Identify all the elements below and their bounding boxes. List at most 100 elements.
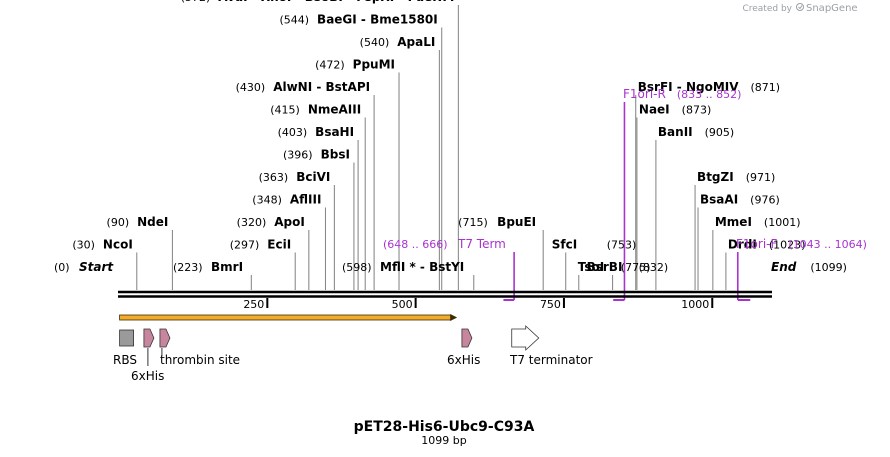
site-label-26: (1001)MmeI bbox=[715, 215, 801, 229]
site-name: AlwNI - BstAPI bbox=[273, 80, 370, 94]
feature-4: T7 terminator bbox=[509, 325, 593, 367]
site-label-11: (430) AlwNI - BstAPI bbox=[236, 80, 371, 94]
feature-3: 6xHis bbox=[447, 328, 480, 367]
primer-range: (648 .. 666) bbox=[383, 238, 448, 251]
site-name: BmrI bbox=[211, 260, 243, 274]
site-position: (753) bbox=[607, 239, 637, 252]
primer-name: F1ori-F bbox=[736, 237, 777, 251]
site-name: DrdI bbox=[728, 238, 757, 252]
site-position: (1099) bbox=[810, 261, 847, 274]
feature-label: thrombin site bbox=[160, 353, 240, 367]
site-name: MmeI bbox=[715, 215, 752, 229]
site-label-10: (415) NmeAIII bbox=[270, 103, 361, 117]
feature-open-arrow bbox=[511, 325, 540, 351]
site-label-20: (832) BsrBI bbox=[587, 260, 669, 274]
site-label-0: (0) Start bbox=[54, 260, 114, 274]
site-name: BsaHI bbox=[315, 125, 354, 139]
site-name: NdeI bbox=[137, 215, 168, 229]
site-position: (971) bbox=[746, 171, 776, 184]
feature-label: 6xHis bbox=[447, 353, 480, 367]
site-label-7: (363) BciVI bbox=[259, 170, 331, 184]
primer-name: T7 Term bbox=[457, 237, 506, 251]
orf bbox=[119, 314, 458, 321]
watermark-prefix: Created by bbox=[742, 4, 792, 14]
site-label-3: (223) BmrI bbox=[173, 260, 243, 274]
primers: T7 Term (648 .. 666) F1ori-R (833 .. 852) F1… bbox=[383, 87, 867, 301]
ruler-label-3: 1000 bbox=[681, 298, 709, 311]
rbs-box bbox=[119, 329, 134, 347]
site-position: (348) bbox=[252, 194, 282, 207]
site-position: (0) bbox=[54, 261, 70, 274]
watermark-brand: SnapGene bbox=[806, 3, 858, 14]
snapgene-logo-icon bbox=[796, 3, 804, 11]
site-labels: (0) Start (30)NcoI (90) NdeI (223) BmrI (297) Ec… bbox=[54, 0, 847, 274]
site-label-16: (598)MflI * - BstYI bbox=[342, 260, 464, 274]
site-label-28: (1099) End bbox=[771, 260, 847, 274]
site-label-1: (30)NcoI bbox=[72, 238, 132, 252]
site-label-19: (775) TsoI bbox=[578, 260, 651, 274]
site-name: Start bbox=[79, 260, 114, 274]
site-name: TsoI bbox=[578, 260, 604, 274]
site-position: (472) bbox=[315, 59, 345, 72]
site-name: BsaAI bbox=[700, 193, 738, 207]
ruler-label-0: 250 bbox=[243, 298, 264, 311]
primer-name: F1ori-R bbox=[623, 87, 666, 101]
feature-arrow bbox=[159, 328, 171, 348]
site-name: BbsI bbox=[321, 148, 350, 162]
ruler-label-1: 500 bbox=[392, 298, 413, 311]
site-name: BtgZI bbox=[697, 170, 734, 184]
site-position: (223) bbox=[173, 261, 203, 274]
site-position: (415) bbox=[270, 104, 300, 117]
site-label-22: (873)NaeI bbox=[639, 103, 711, 117]
site-name: BanII bbox=[658, 125, 693, 139]
site-label-5: (320)ApoI bbox=[237, 215, 305, 229]
orf-arrowhead bbox=[450, 314, 458, 321]
feature-arrow bbox=[143, 328, 155, 348]
site-name: AvaI - XhoI - BsoBI - PspXI - PaeR7I bbox=[218, 0, 454, 4]
site-name: BsrFI - NgoMIV bbox=[638, 80, 739, 94]
site-name: SfcI bbox=[552, 238, 577, 252]
site-label-4: (297) EciI bbox=[230, 238, 291, 252]
site-position: (775) bbox=[621, 261, 651, 274]
site-position: (715) bbox=[458, 216, 488, 229]
site-label-23: (871) BsrFI - NgoMIV bbox=[638, 80, 780, 94]
site-name: BaeGI - Bme1580I bbox=[317, 13, 438, 27]
primer-0: T7 Term (648 .. 666) bbox=[383, 237, 515, 301]
feature-label: 6xHis bbox=[131, 369, 164, 383]
site-lines bbox=[136, 5, 727, 290]
site-name: NmeAIII bbox=[308, 103, 361, 117]
site-position: (297) bbox=[230, 239, 260, 252]
site-label-13: (540) ApaLI bbox=[360, 35, 436, 49]
site-label-17: (715)BpuEI bbox=[458, 215, 536, 229]
site-position: (905) bbox=[705, 126, 735, 139]
site-label-2: (90) NdeI bbox=[107, 215, 169, 229]
feature-arrow bbox=[461, 328, 473, 348]
feature-2: thrombin site bbox=[159, 328, 240, 367]
site-label-24: (971) BtgZI bbox=[697, 170, 775, 184]
site-position: (544) bbox=[279, 14, 309, 27]
site-position: (363) bbox=[259, 171, 289, 184]
site-position: (832) bbox=[639, 261, 669, 274]
site-name: BsrBI bbox=[587, 260, 623, 274]
site-position: (572) bbox=[181, 0, 211, 4]
site-name: ApaLI bbox=[397, 35, 435, 49]
primer-range: (833 .. 852) bbox=[677, 88, 742, 101]
site-name: End bbox=[771, 260, 797, 274]
site-position: (403) bbox=[278, 126, 308, 139]
ruler-label-2: 750 bbox=[540, 298, 561, 311]
site-position: (871) bbox=[751, 81, 781, 94]
site-label-21: (905) BanII bbox=[658, 125, 734, 139]
site-label-25: (976)BsaAI bbox=[700, 193, 780, 207]
plasmid-length: 1099 bp bbox=[421, 434, 466, 447]
site-name: EciI bbox=[267, 238, 291, 252]
site-name: BciVI bbox=[296, 170, 330, 184]
site-label-12: (472)PpuMI bbox=[315, 58, 395, 72]
site-position: (540) bbox=[360, 36, 390, 49]
site-position: (1023) bbox=[769, 239, 806, 252]
primer-2: F1ori-F(1043 .. 1064) bbox=[736, 237, 867, 301]
site-position: (430) bbox=[236, 81, 266, 94]
feature-1: 6xHis bbox=[131, 328, 164, 383]
site-position: (90) bbox=[107, 216, 130, 229]
